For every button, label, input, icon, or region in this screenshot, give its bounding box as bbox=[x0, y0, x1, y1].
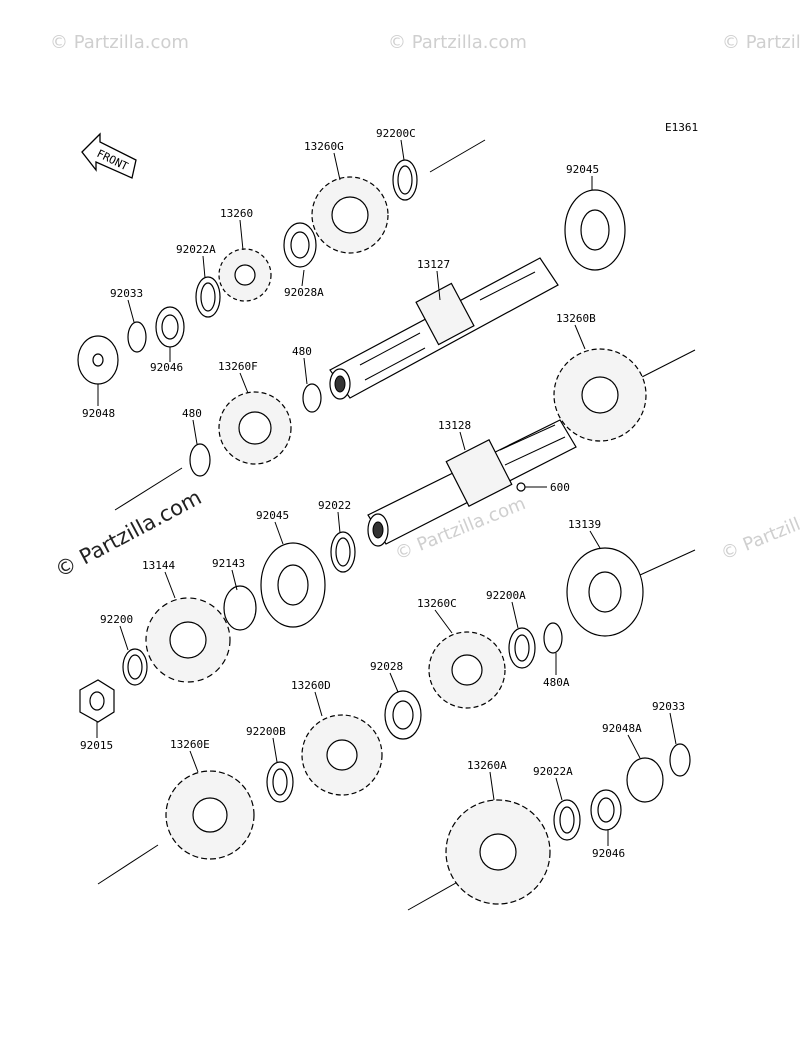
label-13260: 13260 bbox=[220, 207, 253, 220]
gear-13260B-icon bbox=[553, 348, 647, 442]
circlip-480-upper-icon bbox=[302, 383, 322, 413]
bearing-92045-top-icon bbox=[564, 189, 626, 271]
label-92028: 92028 bbox=[370, 660, 403, 673]
label-13260D: 13260D bbox=[291, 679, 331, 692]
label-92022A-bottom: 92022A bbox=[533, 765, 573, 778]
label-13260C: 13260C bbox=[417, 597, 457, 610]
label-13260G: 13260G bbox=[304, 140, 344, 153]
watermark-main: © Partzilla.com bbox=[51, 485, 205, 582]
label-92046-bottom: 92046 bbox=[592, 847, 625, 860]
label-92048A: 92048A bbox=[602, 722, 642, 735]
washer-92022A-bottom-icon bbox=[553, 799, 581, 841]
gear-13260A-icon bbox=[445, 799, 551, 905]
watermark-top-center: © Partzilla.com bbox=[388, 32, 527, 53]
circlip-480A-icon bbox=[543, 622, 563, 654]
label-92028A: 92028A bbox=[284, 286, 324, 299]
circlip-92033-top-icon bbox=[127, 321, 147, 353]
leader-lines bbox=[96, 139, 677, 846]
gear-13260F-icon bbox=[218, 391, 292, 465]
label-13139: 13139 bbox=[568, 518, 601, 531]
label-92200C: 92200C bbox=[376, 127, 416, 140]
collar-92048-icon bbox=[77, 335, 119, 385]
diagram-code: E1361 bbox=[665, 121, 698, 134]
needle-bearing-92028-icon bbox=[384, 690, 422, 740]
collar-92048A-icon bbox=[626, 757, 664, 803]
label-480A: 480A bbox=[543, 676, 570, 689]
label-13128: 13128 bbox=[438, 419, 471, 432]
washer-92200A-icon bbox=[508, 627, 536, 669]
part-labels: 13260G 92200C 92045 13260 92022A 92028A … bbox=[80, 127, 685, 860]
label-13127: 13127 bbox=[417, 258, 450, 271]
front-arrow-icon: FRONT bbox=[81, 132, 137, 179]
needle-bearing-92046-top-icon bbox=[155, 306, 185, 348]
gear-13260C-icon bbox=[428, 631, 506, 709]
needle-bearing-92028A-icon bbox=[283, 222, 317, 268]
shaft-13127 bbox=[329, 257, 559, 400]
label-92033-bottom: 92033 bbox=[652, 700, 685, 713]
gear-13260E-icon bbox=[165, 770, 255, 860]
label-92143: 92143 bbox=[212, 557, 245, 570]
watermark-top-right: © Partzilla.com bbox=[722, 32, 800, 53]
washer-92200B-icon bbox=[266, 761, 294, 803]
sprocket-13144-icon bbox=[145, 597, 231, 683]
label-92022: 92022 bbox=[318, 499, 351, 512]
washer-92022A-top-icon bbox=[195, 276, 221, 318]
label-13260F: 13260F bbox=[218, 360, 258, 373]
washer-92200C-icon bbox=[392, 159, 418, 201]
washer-92200-icon bbox=[122, 648, 148, 686]
needle-bearing-92046-bottom-icon bbox=[590, 789, 622, 831]
gear-13260G-icon bbox=[311, 176, 389, 254]
label-600: 600 bbox=[550, 481, 570, 494]
label-13260E: 13260E bbox=[170, 738, 210, 751]
label-92045-top: 92045 bbox=[566, 163, 599, 176]
label-13260B: 13260B bbox=[556, 312, 596, 325]
gear-13260-icon bbox=[218, 248, 272, 302]
label-480-lower: 480 bbox=[182, 407, 202, 420]
circlip-480-lower-icon bbox=[189, 443, 211, 477]
label-13260A: 13260A bbox=[467, 759, 507, 772]
label-92046-top: 92046 bbox=[150, 361, 183, 374]
label-13144: 13144 bbox=[142, 559, 175, 572]
watermark-right: © Partzilla.com bbox=[718, 493, 800, 565]
label-92200: 92200 bbox=[100, 613, 133, 626]
label-92022A-top: 92022A bbox=[176, 243, 216, 256]
label-92200A: 92200A bbox=[486, 589, 526, 602]
label-480-upper: 480 bbox=[292, 345, 312, 358]
label-92015: 92015 bbox=[80, 739, 113, 752]
nut-92015-icon bbox=[79, 679, 115, 723]
hub-13139-icon bbox=[566, 547, 644, 637]
washer-92022-icon bbox=[330, 531, 356, 573]
label-92033-top: 92033 bbox=[110, 287, 143, 300]
label-92048: 92048 bbox=[82, 407, 115, 420]
label-92045-middle: 92045 bbox=[256, 509, 289, 522]
label-92200B: 92200B bbox=[246, 725, 286, 738]
gear-13260D-icon bbox=[301, 714, 383, 796]
circlip-92033-bottom-icon bbox=[669, 743, 691, 777]
collar-92143-icon bbox=[223, 585, 257, 631]
shaft-13128 bbox=[367, 419, 577, 547]
washer-600-icon bbox=[516, 482, 526, 492]
bearing-92045-middle-icon bbox=[260, 542, 326, 628]
watermark-top-left: © Partzilla.com bbox=[50, 32, 189, 53]
